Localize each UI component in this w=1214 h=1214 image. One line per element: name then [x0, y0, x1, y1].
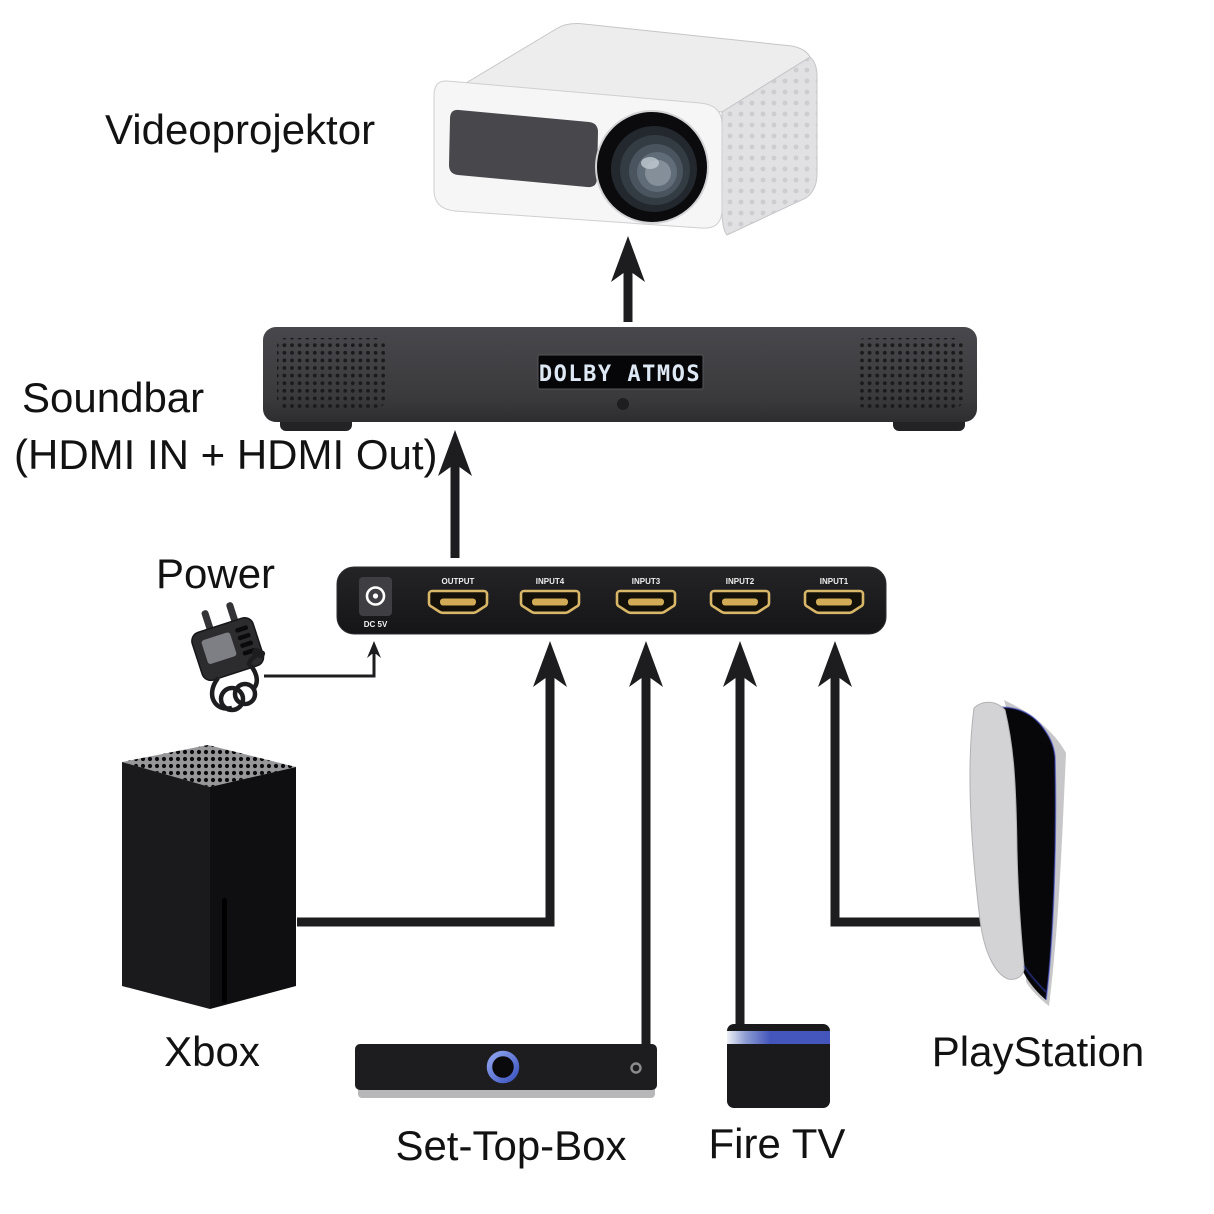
hdmi-port-input4: [519, 589, 581, 615]
hdmi-ports: [427, 589, 865, 615]
power-adapter-illustration: [191, 602, 381, 713]
settopbox-button: [630, 1062, 642, 1074]
arrow-playstation-to-input1: [818, 641, 988, 927]
xbox-illustration: [122, 745, 296, 1009]
firetv-label: Fire TV: [708, 1120, 846, 1167]
projector-illustration: [433, 23, 818, 236]
projector-label: Videoprojektor: [105, 106, 376, 153]
dc-port-label: DC 5V: [364, 620, 388, 629]
power-cable: [209, 647, 266, 713]
soundbar-led: [617, 398, 629, 410]
arrow-switch-to-soundbar: [438, 430, 472, 558]
xbox-label: Xbox: [164, 1028, 260, 1075]
firetv-illustration: [727, 1024, 830, 1108]
arrow-settopbox-to-input3: [629, 641, 663, 1046]
soundbar-grille-right: [857, 338, 963, 408]
soundbar-illustration: DOLBY ATMOS: [263, 327, 977, 431]
port-label-output: OUTPUT: [442, 577, 475, 586]
power-label: Power: [156, 550, 276, 597]
soundbar-display: [537, 354, 704, 390]
port-label-input2: INPUT2: [726, 577, 755, 586]
hdmi-port-input2: [709, 589, 771, 615]
dc-power-jack: DC 5V: [359, 577, 392, 629]
settopbox-ring-light: [486, 1050, 520, 1084]
arrow-soundbar-to-projector: [611, 236, 645, 322]
arrow-firetv-to-input2: [723, 641, 757, 1025]
settopbox-label: Set-Top-Box: [395, 1122, 627, 1169]
hdmi-port-input3: [615, 589, 677, 615]
hdmi-port-input1: [803, 589, 865, 615]
soundbar-display-text: DOLBY ATMOS: [539, 362, 701, 387]
hdmi-port-output: [427, 589, 489, 615]
port-label-input4: INPUT4: [536, 577, 565, 586]
hdmi-switch-illustration: DC 5V: [336, 566, 887, 635]
port-label-input1: INPUT1: [820, 577, 849, 586]
port-label-input3: INPUT3: [632, 577, 661, 586]
soundbar-label: Soundbar: [22, 374, 205, 421]
playstation-label: PlayStation: [931, 1028, 1145, 1075]
soundbar-grille-left: [277, 338, 385, 408]
arrow-power-to-switch: [264, 641, 381, 678]
playstation-illustration: [969, 700, 1066, 1006]
soundbar-sublabel: (HDMI IN + HDMI Out): [14, 431, 438, 478]
projector-lens-icon: [595, 110, 709, 224]
settopbox-illustration: [355, 1044, 657, 1098]
arrow-xbox-to-input4: [297, 641, 567, 927]
